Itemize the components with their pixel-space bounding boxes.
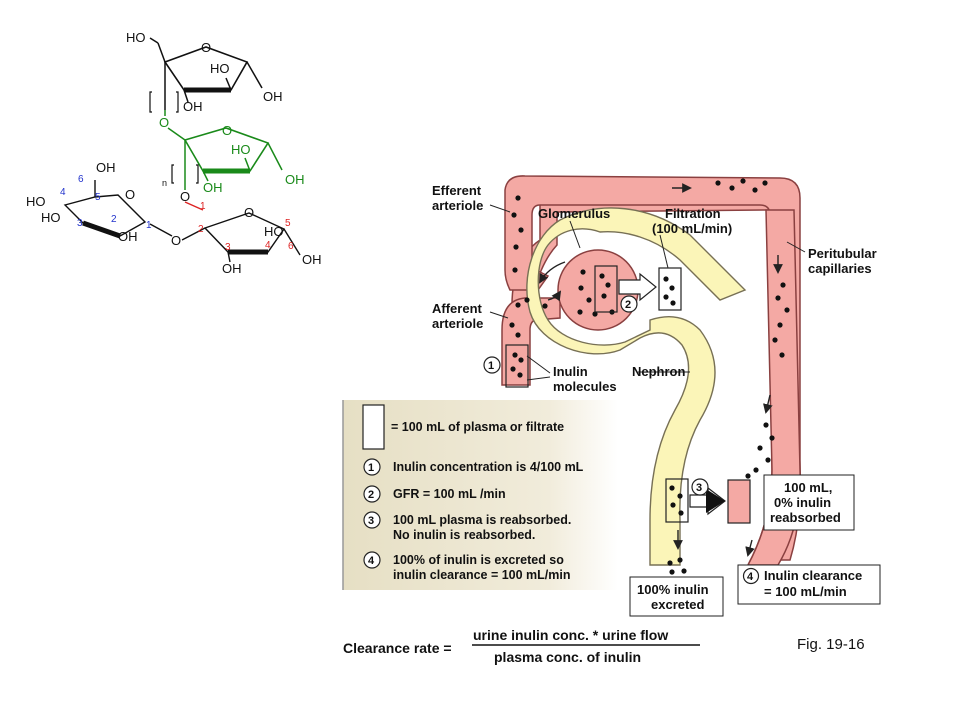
plasma-volume-box [505,344,529,388]
top-fructose-ring: HO O HO OH OH [126,30,283,114]
clearance-line-1: Inulin clearance [764,568,862,583]
legend-volume-box [362,404,385,450]
filtration-label-1: Filtration [665,206,721,221]
formula-left: Clearance rate = [343,640,452,656]
glomerulus-volume-box [594,265,618,313]
mid-oh-2: OH [285,172,305,187]
top-oh-2: OH [263,89,283,104]
formula-denominator: plasma conc. of inulin [494,649,641,665]
inulin-label-2: molecules [553,379,617,394]
reabsorbed-line-2: 0% inulin [774,495,831,510]
fru-oh-right: OH [302,252,322,267]
glu-o: O [125,187,135,202]
fructose-ring: O O O HO OH OH 1 2 3 4 5 6 [149,189,322,276]
filtrate-volume-box [658,267,682,311]
glu-num-3: 3 [77,218,83,229]
legend-item-4a: 100% of inulin is excreted so [393,553,564,567]
fru-o-glyco: O [171,233,181,248]
fru-num-6: 6 [288,241,294,252]
glomerulus-label: Glomerulus [538,206,610,221]
glu-ho-1: HO [26,194,46,209]
excreted-line-1: 100% inulin [637,582,709,597]
fru-num-1: 1 [200,201,206,212]
legend-panel [343,400,618,590]
top-ho-1: HO [126,30,146,45]
excreted-callout [629,576,724,617]
glu-num-2: 2 [111,214,117,225]
glu-oh-2: OH [118,229,138,244]
step-3-marker: 3 [696,482,702,494]
reabsorbed-line-1: 100 mL, [784,480,832,495]
glu-oh-top: OH [96,160,116,175]
mid-oh-1: OH [203,180,223,195]
glu-num-5: 5 [95,192,101,203]
tubule-volume-box [665,478,689,523]
fru-num-5: 5 [285,218,291,229]
glu-num-4: 4 [60,187,66,198]
formula-numerator: urine inulin conc. * urine flow [473,627,668,643]
reabsorbed-volume-box [727,479,751,524]
afferent-label-2: arteriole [432,316,483,331]
figure-label: Fig. 19-16 [797,636,865,653]
legend-num-4: 4 [368,555,375,567]
filtration-arrow [618,272,657,302]
excreted-line-2: excreted [651,597,705,612]
fru-ho: HO [264,224,284,239]
clearance-callout [737,564,881,605]
filtration-label-2: (100 mL/min) [652,221,732,236]
fru-num-2: 2 [198,224,204,235]
clearance-formula: Clearance rate = urine inulin conc. * ur… [343,627,700,665]
glucose-ring: OH HO HO OH O 6 5 4 3 2 1 [26,160,152,244]
fru-o-link: O [180,189,190,204]
glu-num-6: 6 [78,174,84,185]
glu-ho-2: HO [41,210,61,225]
afferent-label-1: Afferent [432,301,483,316]
legend-item-3a: 100 mL plasma is reabsorbed. [393,513,571,527]
nephron-label: Nephron [632,364,686,379]
fru-o-top: O [244,205,254,220]
legend-item-2: GFR = 100 mL /min [393,487,506,501]
legend-num-2: 2 [368,489,374,501]
legend-num-1: 1 [368,462,374,474]
peritubular-label-1: Peritubular [808,246,877,261]
fru-num-3: 3 [225,242,231,253]
inulin-dots [509,178,790,575]
nephron-diagram: 1 2 3 Efferent arteriole Glomerulus Filt… [342,175,881,617]
legend-num-3: 3 [368,515,374,527]
step-1-marker: 1 [488,360,494,372]
reabsorbed-line-3: reabsorbed [770,510,841,525]
clearance-line-2: = 100 mL/min [764,584,847,599]
mid-ho: HO [231,142,251,157]
efferent-label-1: Efferent [432,183,482,198]
fru-oh-bottom: OH [222,261,242,276]
inulin-structure: HO O HO OH OH O n O HO OH OH [26,30,322,276]
legend-item-1: Inulin concentration is 4/100 mL [393,460,584,474]
legend-box-label: = 100 mL of plasma or filtrate [391,420,564,434]
top-ho-2: HO [210,61,230,76]
legend-item-4b: inulin clearance = 100 mL/min [393,568,571,582]
step-4-marker: 4 [747,571,754,583]
step-2-marker: 2 [625,299,631,311]
nephron-tubule [526,207,747,566]
peritubular-label-2: capillaries [808,261,872,276]
inulin-label-1: Inulin [553,364,588,379]
afferent-arteriole [501,297,561,386]
step-circles: 1 2 3 [483,295,709,496]
top-o: O [201,40,211,55]
link-o: O [159,115,169,130]
legend: = 100 mL of plasma or filtrate 1 Inulin … [362,404,584,582]
top-oh-1: OH [183,99,203,114]
fru-num-4: 4 [265,240,271,251]
glu-num-1: 1 [146,220,152,231]
middle-fructose-ring: O n O HO OH OH [159,110,305,195]
efferent-label-2: arteriole [432,198,483,213]
repeat-n: n [162,178,167,188]
legend-item-3b: No inulin is reabsorbed. [393,528,535,542]
reabsorbed-callout [763,474,855,531]
mid-o: O [222,123,232,138]
